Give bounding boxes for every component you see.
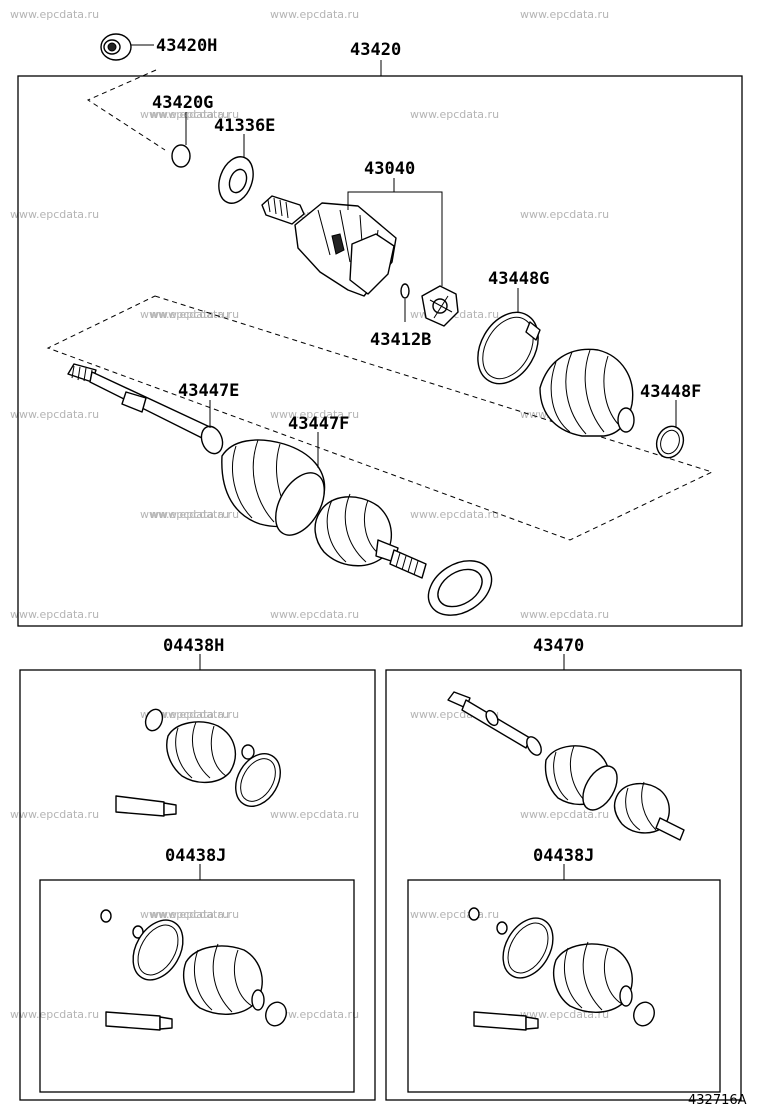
snap-ring-43412b xyxy=(400,283,410,299)
boot-kit-04438j-right xyxy=(468,907,655,1031)
watermark-text: www.epcdata.ru xyxy=(410,508,499,521)
dashed-group-line-top xyxy=(86,69,166,151)
watermark-text: www.epcdata.ru xyxy=(10,808,99,821)
watermark-text: www.epcdata.ru xyxy=(520,608,609,621)
tripod-joint xyxy=(421,285,459,327)
watermark-text: www.epcdata.ru xyxy=(150,508,239,521)
boot-clamp-43448f xyxy=(655,425,685,459)
watermark-text: www.epcdata.ru xyxy=(140,108,229,121)
watermark-text: www.epcdata.ru xyxy=(410,108,499,121)
watermark-text: www.epcdata.ru xyxy=(270,608,359,621)
diagram-code: 432716A xyxy=(688,1093,747,1108)
watermark-text: www.epcdata.ru xyxy=(140,508,229,521)
watermark-text: www.epcdata.ru xyxy=(270,408,359,421)
inboard-joint-43040 xyxy=(261,195,397,297)
label-43420h: 43420H xyxy=(156,36,217,56)
boot-kit-04438h xyxy=(115,708,281,817)
watermark-text: www.epcdata.ru xyxy=(10,8,99,21)
watermark-text: www.epcdata.ru xyxy=(140,908,229,921)
drive-shaft-outboard-joint xyxy=(67,363,427,579)
drive-shaft-assembly-frame xyxy=(17,75,743,627)
leader-43040 xyxy=(347,191,443,286)
label-43420g: 43420G xyxy=(152,93,213,113)
label-43420: 43420 xyxy=(350,40,401,60)
label-43448f: 43448F xyxy=(640,382,701,402)
label-43447f: 43447F xyxy=(288,414,349,434)
watermark-text: www.epcdata.ru xyxy=(520,208,609,221)
watermark-text: www.epcdata.ru xyxy=(520,808,609,821)
watermark-text: www.epcdata.ru xyxy=(150,708,239,721)
watermark-text: www.epcdata.ru xyxy=(10,1008,99,1021)
watermark-text: www.epcdata.ru xyxy=(150,308,239,321)
outboard-seal xyxy=(427,560,493,616)
watermark-text: www.epcdata.ru xyxy=(150,908,239,921)
label-43412b: 43412B xyxy=(370,330,431,350)
watermark-text: www.epcdata.ru xyxy=(140,308,229,321)
inboard-boot xyxy=(539,348,635,437)
watermark-text: www.epcdata.ru xyxy=(10,408,99,421)
snap-ring-43420g xyxy=(171,144,191,168)
label-43448g: 43448G xyxy=(488,269,549,289)
label-43040: 43040 xyxy=(364,159,415,179)
watermark-text: www.epcdata.ru xyxy=(150,108,239,121)
watermark-text: www.epcdata.ru xyxy=(10,608,99,621)
seal-41336e xyxy=(218,156,254,204)
dust-cover-43420h xyxy=(100,33,132,61)
watermark-text: www.epcdata.ru xyxy=(270,8,359,21)
watermark-text: www.epcdata.ru xyxy=(270,808,359,821)
label-04438j-left: 04438J xyxy=(165,846,226,866)
watermark-text: www.epcdata.ru xyxy=(520,8,609,21)
boot-kit-frame-left xyxy=(19,669,376,1101)
boot-kit-inner-frame-left xyxy=(39,879,355,1093)
shaft-assembly-frame-right xyxy=(385,669,742,1101)
label-43447e: 43447E xyxy=(178,381,239,401)
watermark-text: www.epcdata.ru xyxy=(410,908,499,921)
dashed-shaft-group xyxy=(46,295,714,541)
boot-clamp-43448g xyxy=(477,311,541,385)
label-04438j-right: 04438J xyxy=(533,846,594,866)
watermark-text: www.epcdata.ru xyxy=(270,1008,359,1021)
shaft-assembly-43470 xyxy=(447,691,685,841)
watermark-text: www.epcdata.ru xyxy=(10,208,99,221)
label-41336e: 41336E xyxy=(214,116,275,136)
label-04438h: 04438H xyxy=(163,636,224,656)
boot-kit-04438j-left xyxy=(100,909,287,1031)
label-43470: 43470 xyxy=(533,636,584,656)
